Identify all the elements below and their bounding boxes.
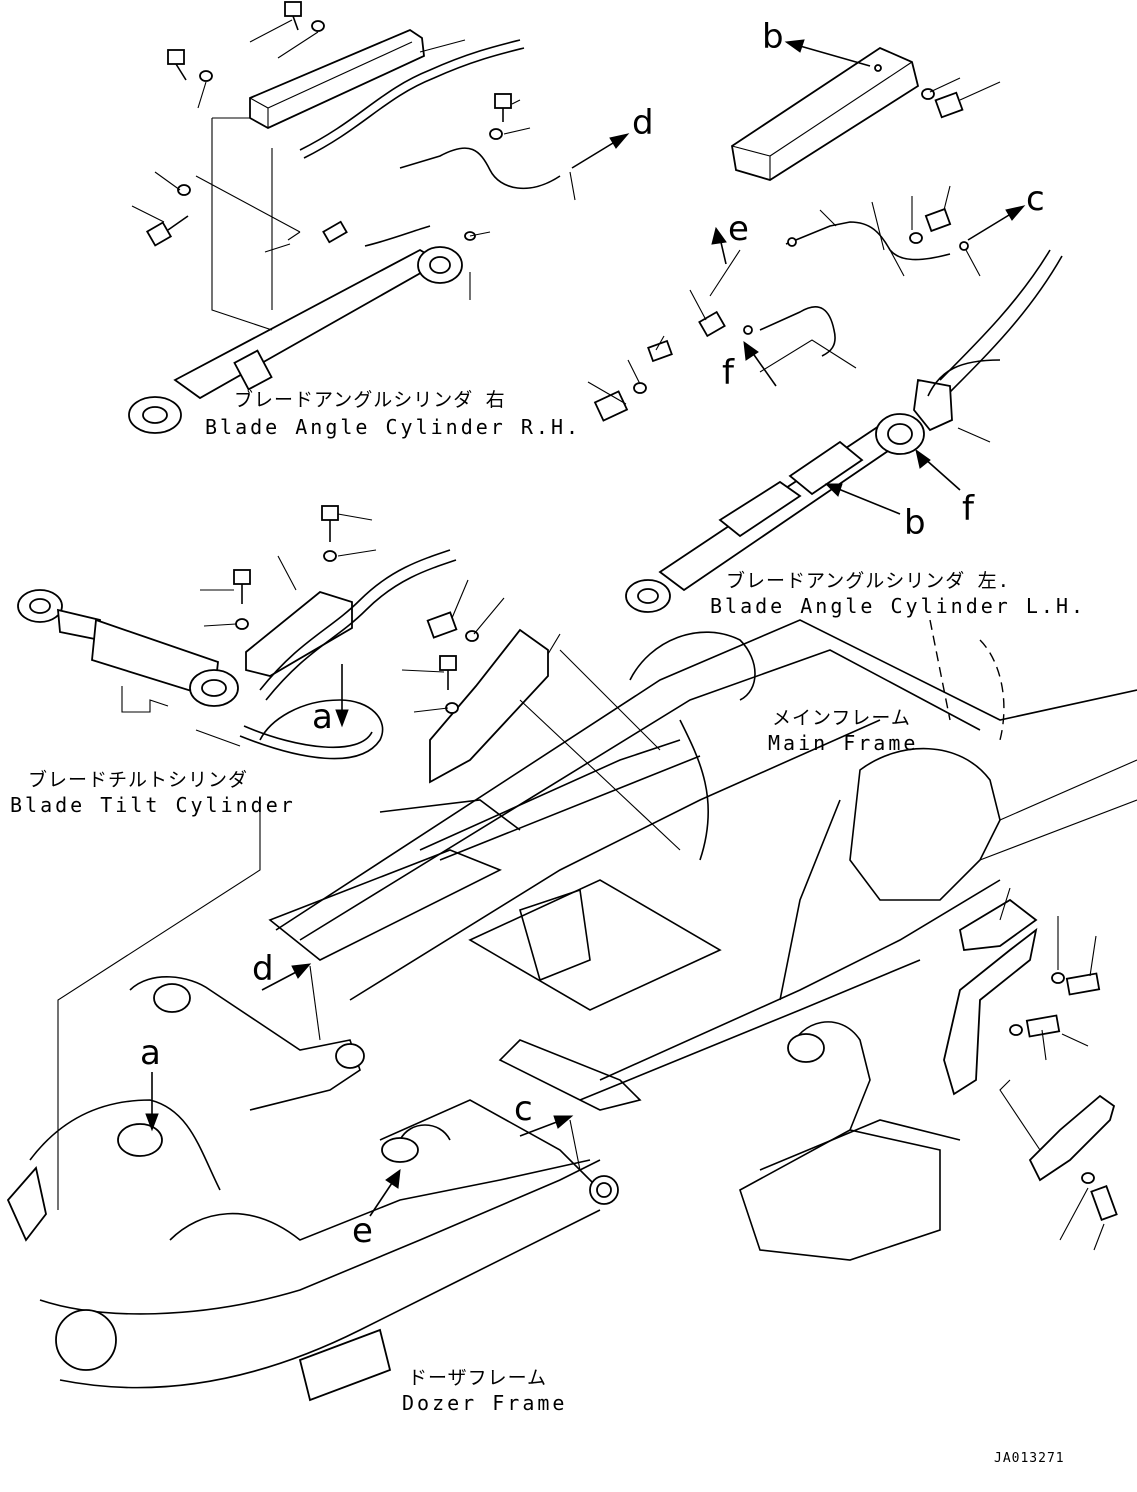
dozer-frame-guard — [1028, 1094, 1116, 1182]
cylinder-guard-lh — [731, 46, 920, 181]
label-blade-angle-lh-jp: ブレードアングルシリンダ 左. — [726, 569, 1010, 592]
blade-tilt-cylinder-group — [17, 505, 561, 784]
dozer-frame-drawing — [6, 800, 961, 1402]
ref-letter-c-lower: c — [514, 1089, 533, 1129]
ref-letter-e-upper: e — [728, 209, 749, 249]
hose-bracket — [429, 628, 549, 784]
tilt-cylinder-guard — [245, 590, 353, 677]
washer-icon — [177, 20, 503, 241]
label-blade-angle-lh-en: Blade Angle Cylinder L.H. — [710, 594, 1086, 618]
label-blade-tilt-jp: ブレードチルトシリンダ — [28, 768, 248, 791]
label-blade-angle-rh-jp: ブレードアングルシリンダ 右 — [234, 388, 506, 411]
ref-letter-b-lower: b — [904, 503, 926, 543]
blade-angle-cylinder-rh-group — [128, 1, 630, 434]
drawing-code: JA013271 — [994, 1451, 1065, 1466]
guard-assembly-rh-bottom — [943, 887, 1118, 1251]
bolt-icon — [145, 1, 512, 247]
ref-letter-e-lower: e — [352, 1211, 373, 1251]
label-blade-tilt-en: Blade Tilt Cylinder — [10, 793, 296, 817]
ref-letter-f-lower: f — [962, 489, 975, 529]
ref-letter-d-upper: d — [632, 103, 654, 143]
cylinder-body-rh — [173, 248, 442, 400]
ref-letter-a-lower: a — [140, 1033, 161, 1073]
ref-letter-d-lower: d — [252, 949, 274, 989]
label-main-frame-en: Main Frame — [768, 731, 918, 755]
ref-letter-b-upper: b — [762, 17, 784, 57]
label-dozer-frame-jp: ドーザフレーム — [408, 1367, 547, 1389]
label-blade-angle-rh-en: Blade Angle Cylinder R.H. — [205, 415, 581, 439]
ref-letter-c-upper: c — [1026, 179, 1045, 219]
cylinder-guard-rh — [249, 28, 425, 130]
label-dozer-frame-en: Dozer Frame — [402, 1391, 567, 1415]
ref-letter-f-upper: f — [722, 353, 735, 393]
sensor-harness-rh — [399, 147, 561, 190]
main-frame-drawing — [275, 619, 1137, 1111]
blade-angle-cylinder-lh-group — [587, 39, 1063, 613]
label-main-frame-jp: メインフレーム — [772, 707, 911, 729]
ref-letter-a-upper: a — [312, 697, 333, 737]
